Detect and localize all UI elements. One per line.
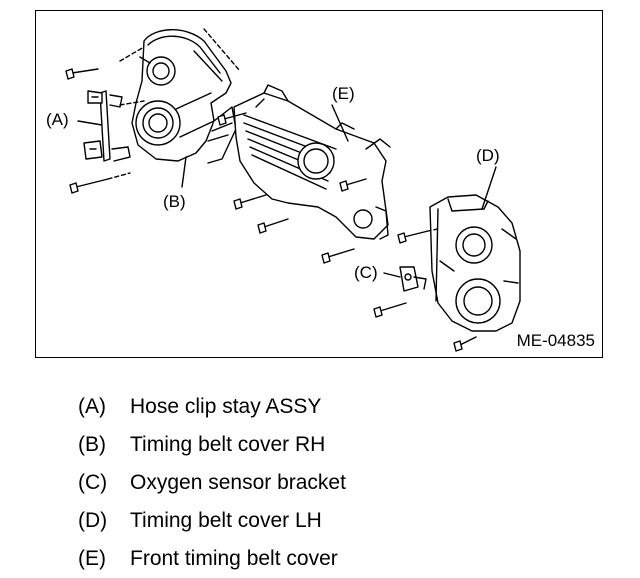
oxygen-sensor-bracket	[399, 266, 427, 292]
legend-item-c: (C) Oxygen sensor bracket	[78, 464, 346, 502]
legend-key: (E)	[78, 547, 106, 570]
legend-item-e: (E) Front timing belt cover	[78, 540, 346, 578]
bolt-group-middle	[217, 112, 367, 264]
exploded-view-figure: (A) (B) (C) (D) (E) ME-04835	[35, 10, 603, 358]
timing-belt-cover-lh	[429, 194, 521, 332]
callout-e: (E)	[332, 84, 355, 103]
legend-item-a: (A) Hose clip stay ASSY	[78, 388, 346, 426]
legend-text: Timing belt cover LH	[130, 509, 322, 532]
parts-legend: (A) Hose clip stay ASSY (B) Timing belt …	[78, 388, 346, 578]
legend-key: (B)	[78, 433, 106, 456]
hose-clip-stay-assy	[83, 90, 131, 162]
legend-text: Hose clip stay ASSY	[130, 395, 322, 418]
callout-d: (D)	[476, 146, 500, 165]
bolt-group-right	[373, 228, 477, 352]
figure-id: ME-04835	[516, 331, 595, 350]
callout-leader-lines	[77, 104, 497, 278]
timing-belt-cover-rh	[131, 29, 237, 164]
bolt-group-left	[65, 68, 145, 194]
legend-item-d: (D) Timing belt cover LH	[78, 502, 346, 540]
exploded-view-drawing	[65, 28, 521, 352]
callout-c: (C)	[354, 263, 378, 282]
legend-item-b: (B) Timing belt cover RH	[78, 426, 346, 464]
callout-b: (B)	[163, 192, 186, 211]
legend-text: Front timing belt cover	[130, 547, 338, 570]
legend-text: Oxygen sensor bracket	[130, 471, 346, 494]
legend-key: (D)	[78, 509, 108, 532]
legend-key: (A)	[78, 395, 106, 418]
legend-key: (C)	[78, 471, 108, 494]
legend-text: Timing belt cover RH	[130, 433, 326, 456]
callout-a: (A)	[46, 110, 69, 129]
front-timing-belt-cover	[233, 84, 391, 240]
